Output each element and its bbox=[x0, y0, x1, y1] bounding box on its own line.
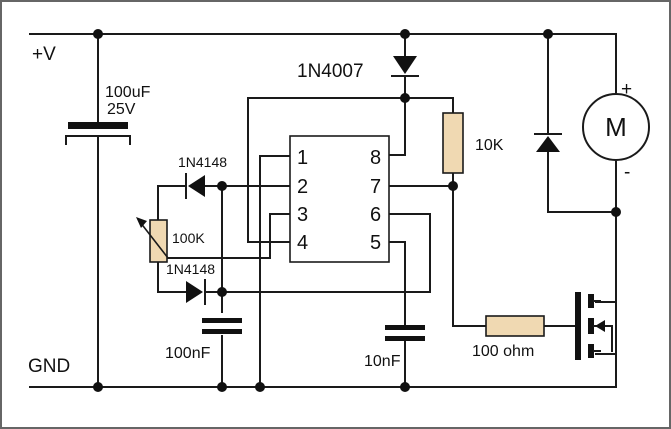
cap-bulk-value-label: 100uF bbox=[105, 84, 151, 101]
cap-ctrl-label: 10nF bbox=[364, 353, 401, 370]
resistor-pullup bbox=[442, 112, 464, 174]
mosfet bbox=[575, 292, 613, 360]
ic-pin-5: 5 bbox=[370, 232, 381, 254]
ic-pin-2: 2 bbox=[297, 176, 308, 198]
motor-label: M bbox=[605, 112, 627, 142]
wires bbox=[29, 33, 617, 388]
junction-dots bbox=[93, 29, 621, 392]
ic-pin-1: 1 bbox=[297, 147, 308, 169]
resistor-pullup-label: 10K bbox=[475, 137, 504, 154]
motor-minus-label: - bbox=[624, 162, 630, 183]
motor-plus-label: + bbox=[621, 79, 632, 100]
cap-timing-label: 100nF bbox=[165, 345, 211, 362]
diode-top bbox=[185, 173, 205, 199]
ground-label: GND bbox=[28, 356, 70, 377]
junction-dot bbox=[543, 29, 553, 39]
junction-dot bbox=[93, 29, 103, 39]
supply-label: +V bbox=[32, 44, 56, 65]
cap-bulk-voltage-label: 25V bbox=[107, 101, 136, 118]
resistor-gate-label: 100 ohm bbox=[472, 343, 534, 360]
ic-pin-4: 4 bbox=[297, 232, 308, 254]
resistor-gate bbox=[485, 315, 545, 337]
capacitor-timing bbox=[202, 318, 242, 334]
ic-pin-6: 6 bbox=[370, 204, 381, 226]
junction-dot bbox=[217, 382, 227, 392]
motor: M bbox=[582, 93, 650, 161]
junction-dot bbox=[400, 93, 410, 103]
junction-dot bbox=[448, 181, 458, 191]
diode-bottom bbox=[186, 279, 206, 305]
junction-dot bbox=[93, 382, 103, 392]
diode-supply bbox=[391, 56, 419, 77]
ic-pin-8: 8 bbox=[370, 147, 381, 169]
diode-bottom-label: 1N4148 bbox=[166, 261, 215, 277]
junction-dot bbox=[611, 207, 621, 217]
diode-top-label: 1N4148 bbox=[178, 154, 227, 170]
diode-flyback bbox=[534, 133, 562, 152]
ic-timer: 1 2 3 4 8 7 6 5 bbox=[289, 135, 390, 263]
ic-pin-7: 7 bbox=[370, 176, 381, 198]
junction-dot bbox=[400, 382, 410, 392]
capacitor-ctrl bbox=[385, 325, 425, 341]
junction-dot bbox=[217, 181, 227, 191]
potentiometer bbox=[136, 217, 169, 263]
junction-dot bbox=[400, 29, 410, 39]
junction-dot bbox=[217, 287, 227, 297]
diode-supply-label: 1N4007 bbox=[297, 61, 364, 82]
ic-pin-3: 3 bbox=[297, 204, 308, 226]
capacitor-bulk bbox=[65, 122, 131, 145]
junction-dot bbox=[255, 382, 265, 392]
pot-label: 100K bbox=[172, 230, 205, 246]
